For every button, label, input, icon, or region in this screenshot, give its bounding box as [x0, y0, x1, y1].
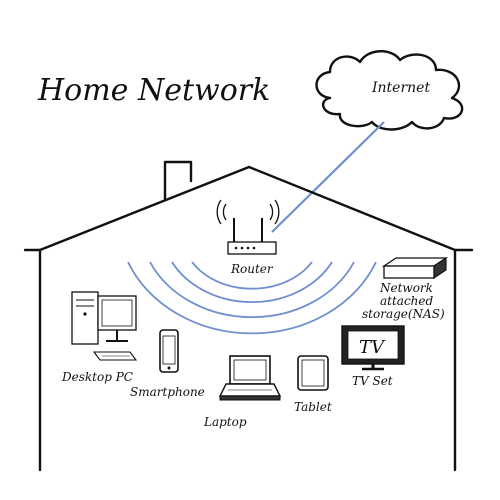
internet-link — [271, 121, 385, 233]
internet-cloud: Internet — [315, 50, 464, 131]
router-label: Router — [230, 262, 274, 276]
smartphone-icon — [159, 329, 179, 373]
laptop-label: Laptop — [203, 415, 247, 429]
house-outline — [23, 160, 474, 472]
diagram-title: Home Network — [37, 73, 270, 108]
nas-label-line-3: storage(NAS) — [362, 307, 445, 321]
tablet-label: Tablet — [294, 400, 332, 414]
tv-screen-text: TV — [359, 337, 386, 358]
laptop-icon — [218, 355, 282, 401]
tv-set-label: TV Set — [352, 374, 393, 388]
internet-label: Internet — [371, 80, 430, 96]
tv-set-icon: TV — [341, 325, 405, 371]
desktop-pc-label: Desktop PC — [61, 370, 133, 384]
smartphone-label: Smartphone — [130, 385, 205, 399]
tablet-icon — [297, 355, 329, 391]
router-icon — [216, 199, 280, 255]
wireless-signal — [127, 261, 377, 335]
nas-label-line-2: attached — [380, 294, 434, 308]
nas-label-line-1: Network — [379, 281, 433, 295]
desktop-pc-icon — [71, 291, 138, 361]
nas-icon — [381, 256, 449, 280]
